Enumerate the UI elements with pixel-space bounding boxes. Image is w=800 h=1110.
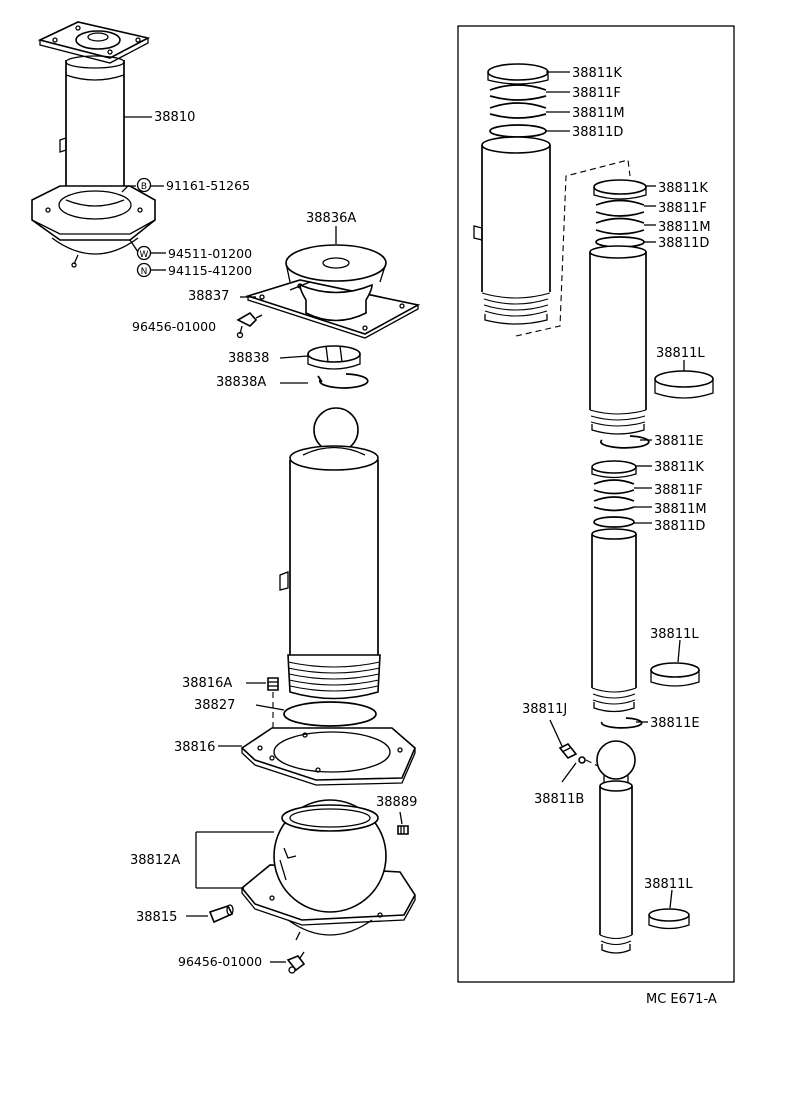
part-38838-ring <box>307 345 361 370</box>
label-38811E-2: 38811E <box>650 716 700 731</box>
label-38811E-1: 38811E <box>654 434 704 449</box>
label-38836A: 38836A <box>306 211 356 226</box>
label-38811D-1: 38811D <box>572 125 623 140</box>
label-38810: 38810 <box>154 110 195 125</box>
part-38816-flange <box>240 727 416 786</box>
part-38812A-ball-housing <box>240 799 416 941</box>
marker-n-letter: N <box>141 267 148 277</box>
label-38815: 38815 <box>136 910 177 925</box>
label-38811M-3: 38811M <box>654 502 707 517</box>
label-38827: 38827 <box>194 698 235 713</box>
assembly-guide-line <box>515 159 631 337</box>
part-38811E-snap-ring-2 <box>600 717 643 729</box>
label-94511-01200: 94511-01200 <box>168 246 252 261</box>
label-38811D-3: 38811D <box>654 519 705 534</box>
part-38811E-snap-ring-1 <box>600 435 650 449</box>
label-38811F-2: 38811F <box>658 201 707 216</box>
part-38811L-ring-2 <box>650 662 700 687</box>
part-38889-set-screw <box>397 825 409 835</box>
label-38816A: 38816A <box>182 676 232 691</box>
label-38838: 38838 <box>228 351 269 366</box>
part-38811B-ball <box>578 756 586 764</box>
part-cylinder-3 <box>591 460 637 713</box>
part-cylinder-2 <box>589 179 647 435</box>
part-main-ram <box>279 407 381 700</box>
label-38811L-1: 38811L <box>656 346 705 361</box>
part-96456-01000-top <box>236 311 263 339</box>
label-38811B: 38811B <box>534 792 584 807</box>
part-38816A-plug <box>267 677 279 760</box>
label-94115-41200: 94115-41200 <box>168 263 252 278</box>
label-96456-01000-bottom: 96456-01000 <box>178 954 262 969</box>
label-38811L-3: 38811L <box>644 877 693 892</box>
label-38816: 38816 <box>174 740 215 755</box>
label-38811K-1: 38811K <box>572 66 622 81</box>
label-38811L-2: 38811L <box>650 627 699 642</box>
label-96456-01000-top: 96456-01000 <box>132 319 216 334</box>
marker-b-letter: B <box>141 182 147 192</box>
marker-w-letter: W <box>140 250 149 260</box>
part-38815-pin <box>208 904 234 924</box>
marker-b <box>136 177 152 193</box>
label-38811K-3: 38811K <box>654 460 704 475</box>
label-38812A: 38812A <box>130 853 180 868</box>
part-38827-o-ring <box>283 701 377 727</box>
part-inner-plunger <box>596 740 636 954</box>
label-38811F-3: 38811F <box>654 483 703 498</box>
label-38811F-1: 38811F <box>572 86 621 101</box>
part-38810-upper-body <box>31 21 156 268</box>
label-38838A: 38838A <box>216 375 266 390</box>
label-91161-51265: 91161-51265 <box>166 178 250 193</box>
subassembly-frame <box>457 25 735 983</box>
part-38811L-ring-3 <box>648 908 690 930</box>
part-38838A-snap-ring <box>317 373 369 389</box>
part-38837-plate <box>245 279 421 339</box>
part-38811L-ring-1 <box>654 370 714 399</box>
part-38811J-fitting <box>558 742 578 760</box>
label-38811D-2: 38811D <box>658 236 709 251</box>
part-96456-01000-bottom <box>286 951 306 974</box>
label-38811J: 38811J <box>522 702 567 717</box>
label-38889: 38889 <box>376 795 417 810</box>
figure-code: MC E671-A <box>646 992 717 1007</box>
label-38811M-1: 38811M <box>572 106 625 121</box>
label-38837: 38837 <box>188 289 229 304</box>
label-38811K-2: 38811K <box>658 181 708 196</box>
part-cylinder-1 <box>473 63 551 325</box>
label-38811M-2: 38811M <box>658 220 711 235</box>
